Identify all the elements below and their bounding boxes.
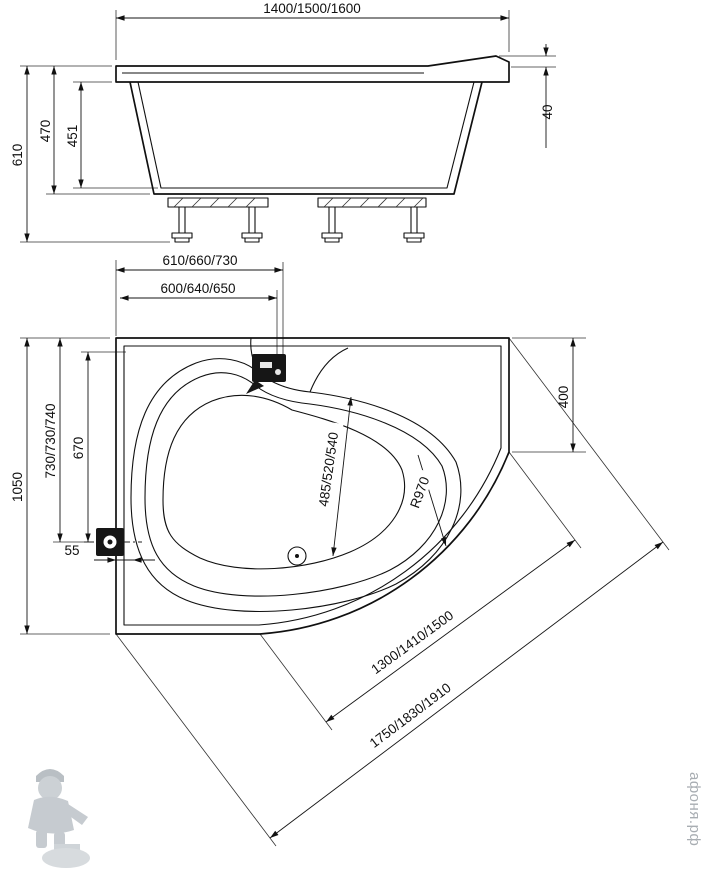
watermark-logo xyxy=(28,769,90,868)
faucet-knob xyxy=(275,369,281,375)
dim-label-rim-height: 40 xyxy=(540,104,555,119)
dim-label-deck-outer: 610/660/730 xyxy=(162,253,237,268)
plumber-head xyxy=(38,776,62,800)
plumber-leg-left xyxy=(36,830,47,848)
dim-label-wall-offset: 55 xyxy=(64,543,79,558)
support-legs xyxy=(178,207,418,233)
faucet-spout xyxy=(246,380,264,394)
plumber-arm xyxy=(64,804,88,825)
dim-label-body-height: 470 xyxy=(38,120,53,143)
dim-diagonal-inner-line xyxy=(325,539,576,723)
side-fitting-center xyxy=(107,539,113,545)
side-view: 1400/1500/1600 610 470 451 40 xyxy=(10,1,556,243)
dim-label-radius: R970 xyxy=(407,475,432,510)
tub-side-rim xyxy=(115,55,510,83)
side-fitting xyxy=(96,528,124,556)
dim-label-right-edge: 400 xyxy=(556,386,571,409)
dim-label-diagonal-inner: 1300/1410/1500 xyxy=(368,608,456,678)
bowl-contour-middle xyxy=(144,372,447,597)
tub-side-body-inner xyxy=(137,81,475,189)
extension-lines-side xyxy=(20,10,556,243)
label-backplate xyxy=(406,469,435,516)
watermark-site-text: афоня.рф xyxy=(686,772,703,846)
plumber-body xyxy=(28,796,74,834)
dim-bowl-width-line xyxy=(331,396,353,557)
dim-label-bowl-width: 485/520/540 xyxy=(316,431,341,507)
faucet-fixture xyxy=(246,354,286,394)
bowl-contour-outer xyxy=(130,358,462,612)
dim-label-side-fitting-inner: 670 xyxy=(71,437,86,460)
dim-label-width-total: 1050 xyxy=(10,472,25,502)
tub-plan-outline xyxy=(115,337,510,635)
dim-label-total-height: 610 xyxy=(10,144,25,167)
dim-label-deck-inner: 600/640/650 xyxy=(160,281,235,296)
dim-label-side-fitting-outer: 730/730/740 xyxy=(43,403,58,478)
bowl-contour-bottom xyxy=(162,394,406,570)
dim-diagonal-outer-line xyxy=(269,541,664,839)
label-backplate xyxy=(315,421,344,518)
tub-side-body xyxy=(129,81,483,195)
plan-view: 610/660/730 600/640/650 1050 730/730/740… xyxy=(10,253,670,847)
support-rail-left xyxy=(167,197,269,208)
rail-hatch xyxy=(173,197,424,208)
support-rail-right xyxy=(317,197,427,208)
extension-lines-plan xyxy=(20,260,670,847)
dim-label-inner-depth: 451 xyxy=(65,125,80,148)
support-feet xyxy=(171,232,425,243)
dim-label-diagonal-outer: 1750/1830/1910 xyxy=(367,680,454,751)
faucet-detail xyxy=(260,362,272,368)
toilet-bowl xyxy=(42,848,90,868)
drain-center xyxy=(295,554,299,558)
dim-label-length: 1400/1500/1600 xyxy=(263,1,361,16)
